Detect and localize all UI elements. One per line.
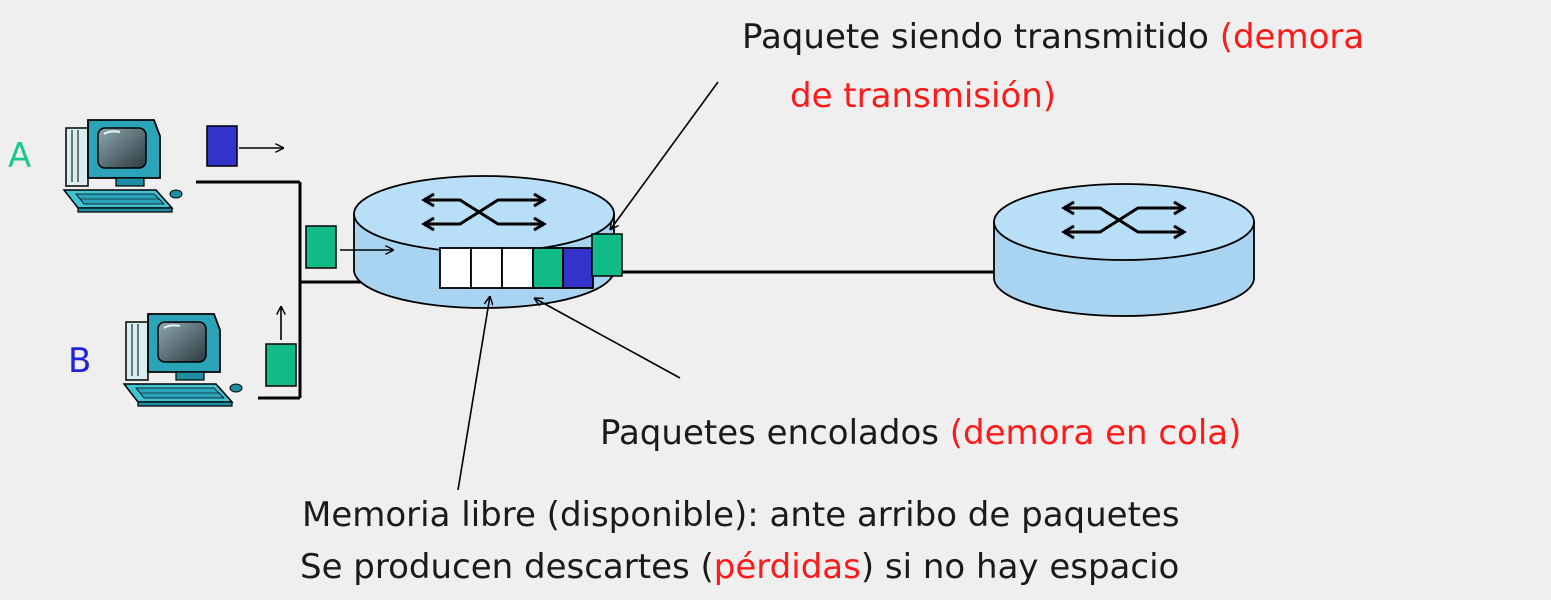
drops-label-post: ) si no hay espacio [860,547,1180,587]
packet-host-b [265,343,297,387]
queue-slot-free [439,247,472,289]
free-memory-label: Memoria libre (disponible): ante arribo … [302,495,1180,535]
drops-label-pre: Se producen descartes ( [300,547,714,587]
transmission-delay-highlight: (demora [1219,17,1365,57]
transmission-label-text: Paquete siendo transmitido [742,17,1220,57]
queue-slot-free [470,247,503,289]
annotation-pointers [457,81,719,491]
queued-label: Paquetes encolados (demora en cola) [600,413,1242,453]
packet-queue [439,247,594,289]
packet-transmitting [591,233,623,277]
computer-icon-b [123,313,243,407]
queue-slot-blue [562,247,594,289]
packet-on-link [305,225,337,269]
transmission-delay-continuation: de transmisión) [790,76,1057,116]
transmission-label: Paquete siendo transmitido (demora [742,17,1365,57]
queued-label-text: Paquetes encolados [600,413,950,453]
queue-slot-free [501,247,534,289]
link-lines [196,180,1000,400]
queue-slot-green [532,247,564,289]
drops-label: Se producen descartes (pérdidas) si no h… [300,547,1180,587]
host-b-label: B [68,341,92,381]
host-a-label: A [8,136,32,176]
router-icon-remote [992,182,1256,318]
queue-delay-highlight: (demora en cola) [949,413,1242,453]
packet-host-a [206,125,238,167]
losses-highlight: pérdidas [713,547,861,587]
computer-icon-a [63,119,183,213]
